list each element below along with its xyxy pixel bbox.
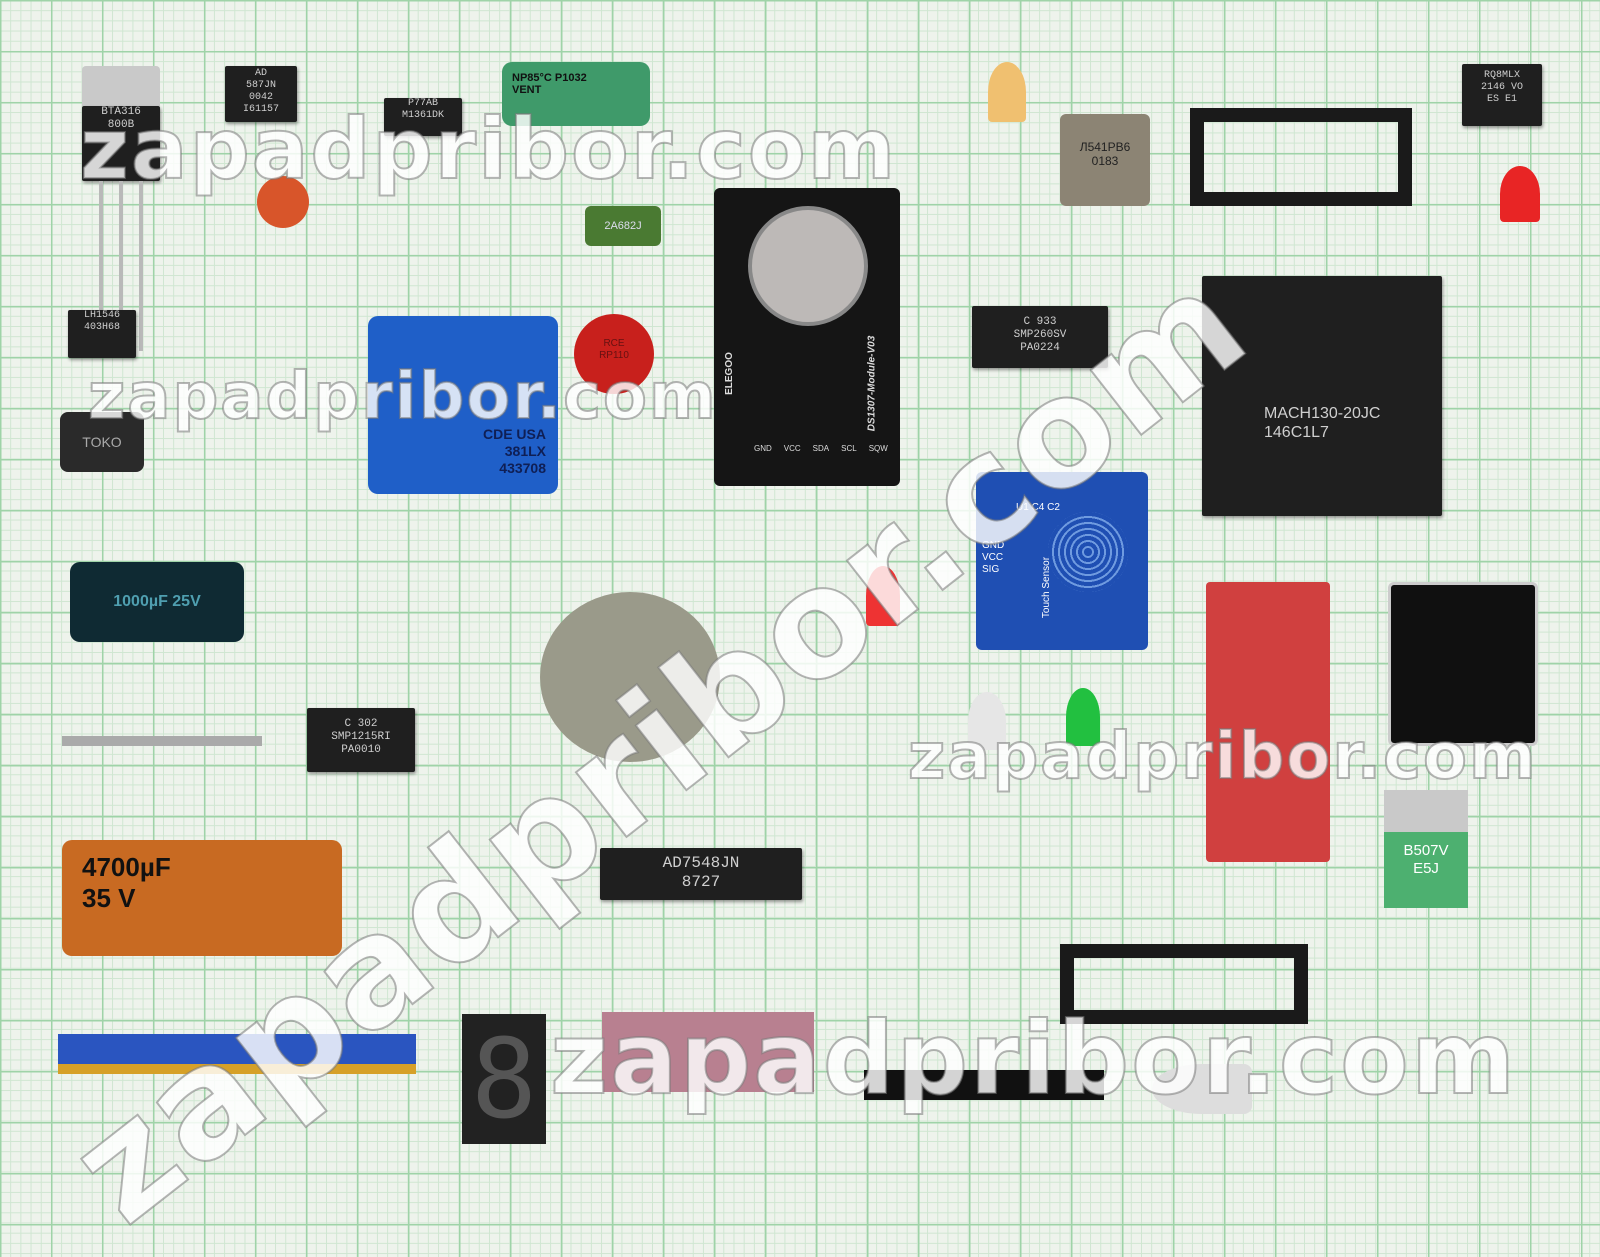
touch-pin-vcc: VCC	[982, 552, 1004, 563]
pin-vcc: VCC	[783, 444, 801, 453]
watermark: zapadpribor.com	[907, 719, 1538, 795]
potentiometer	[62, 736, 262, 746]
triac-label: BTA316	[101, 106, 141, 118]
green-led	[1066, 688, 1100, 746]
touch-c4: C4	[1031, 502, 1045, 513]
touch-title: Touch Sensor	[1041, 556, 1053, 619]
black-dip-module	[1388, 582, 1538, 746]
opamp-label-2: 587JN	[245, 80, 276, 91]
opamp-label-3: 0042	[248, 92, 273, 103]
dip-switch	[602, 1012, 814, 1092]
rtc-module: ELEGOO DS1307-Module-V03 GND VCC SDA SCL SQW	[714, 188, 900, 486]
opto-label-2: 403H68	[83, 322, 120, 333]
inductor: TOKO	[60, 412, 144, 472]
clear-led	[968, 692, 1006, 750]
film-capacitor: 2A682J	[585, 206, 661, 246]
rtc-title: DS1307-Module-V03	[866, 335, 878, 432]
cap4700-label-2: 35 V	[82, 883, 136, 914]
ic-socket-top	[1190, 108, 1412, 206]
ceramic-capacitor	[257, 176, 309, 228]
small-ic-label-2: M1361DK	[401, 110, 444, 121]
cpld-label: MACH130-20JC	[1264, 405, 1381, 422]
varistor-label-2: RP110	[599, 350, 629, 361]
smd-ic-label: C 933	[1023, 316, 1057, 328]
smd2-label-2: SMP1215RI	[331, 731, 391, 744]
touch-pad	[1048, 512, 1128, 592]
smd-ic-label-3: PA0224	[1020, 342, 1060, 355]
touch-u1: U1	[1016, 502, 1029, 513]
pin-header	[864, 1070, 1104, 1100]
red-led	[1500, 166, 1540, 222]
red-sensor-module	[1206, 582, 1330, 862]
cpld-label-2: 146C1L7	[1264, 424, 1329, 442]
touch-pin-sig: SIG	[982, 564, 1000, 575]
rtc-brand: ELEGOO	[723, 352, 735, 395]
red-led-2	[866, 566, 900, 626]
watermark: zapadpribor.com	[87, 359, 718, 435]
relay-label: Л541РВ6	[1079, 140, 1131, 154]
dac-label: AD7548JN	[662, 854, 740, 872]
triac-label-2: 800B	[107, 119, 135, 132]
dac-label-2: 8727	[681, 873, 721, 892]
pin-sqw: SQW	[868, 444, 888, 453]
smd-ic-label-2: SMP260SV	[1013, 329, 1067, 342]
smd2-label: C 302	[344, 718, 378, 730]
pin-scl: SCL	[841, 444, 857, 453]
touch-pin-gnd: GND	[982, 540, 1005, 551]
reg-label-2: E5J	[1413, 860, 1439, 877]
touch-c2: C2	[1047, 502, 1060, 513]
small-ic-label: P77AB	[407, 98, 438, 109]
opamp-label-4: I61157	[242, 104, 279, 115]
relay-label-2: 0183	[1091, 154, 1119, 169]
capacitor-1000uf: 1000µF 25V	[70, 562, 244, 642]
pin-gnd: GND	[754, 444, 772, 453]
ic-socket-bottom	[1060, 944, 1308, 1024]
blue-cap-label-2: 381LX	[504, 442, 546, 459]
coin-cell	[748, 206, 868, 326]
tr-ic-label-3: ES E1	[1486, 94, 1517, 105]
reg-label: B507V	[1403, 842, 1449, 859]
tr-ic-label-2: 2146 VO	[1480, 82, 1523, 93]
tr-ic-label: RQ8MLX	[1483, 70, 1520, 81]
clear-led-large	[1152, 1064, 1252, 1114]
blue-cap-label-3: 433708	[499, 459, 546, 476]
varistor-label: RCE	[603, 338, 625, 349]
cpld-chip: MACH130-20JC 146C1L7	[1202, 276, 1442, 516]
opamp-label: AD	[254, 68, 267, 79]
blue-cap-label: CDE USA	[482, 426, 546, 442]
green-cap-label: NP85°C	[512, 72, 552, 84]
thermostat	[540, 592, 720, 762]
green-cap-label-2: P1032	[554, 72, 587, 84]
opto-label: LH1546	[83, 310, 120, 321]
seven-segment-display: 8	[462, 1014, 546, 1144]
green-cap-vent: VENT	[512, 84, 542, 96]
cap4700-label: 4700µF	[82, 852, 171, 882]
pin-sda: SDA	[812, 444, 830, 453]
edge-connector	[58, 1034, 416, 1074]
watermark: zapadpribor.com	[79, 99, 898, 199]
smd2-label-3: PA0010	[341, 744, 381, 757]
yellow-led	[988, 62, 1026, 122]
watermark: zapadpribor.com	[549, 999, 1518, 1118]
